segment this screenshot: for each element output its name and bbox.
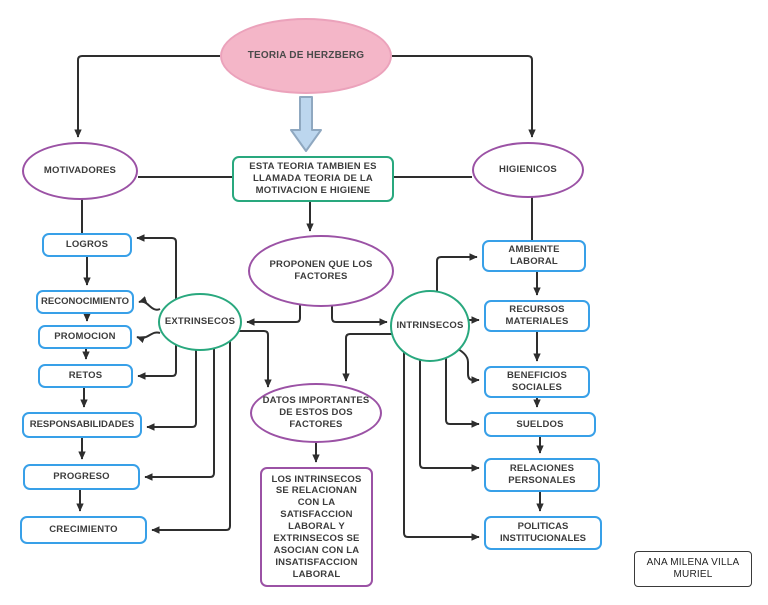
- node-crecimiento-label: CRECIMIENTO: [49, 524, 118, 536]
- author-name: ANA MILENA VILLA MURIEL: [646, 556, 740, 581]
- node-reconocimiento-label: RECONOCIMIENTO: [41, 296, 129, 308]
- connector-intrinsic-to-ambiente: [436, 253, 478, 305]
- node-promocion: PROMOCION: [38, 325, 132, 349]
- node-logros-label: LOGROS: [65, 239, 109, 251]
- node-reconocimiento: RECONOCIMIENTO: [36, 290, 134, 314]
- node-beneficios-sociales: BENEFICIOS SOCIALES: [484, 366, 590, 398]
- node-retos-label: RETOS: [68, 370, 103, 382]
- connector-propose-to-extrinsic: [246, 300, 301, 326]
- node-datos-importantes: DATOS IMPORTANTES DE ESTOS DOS FACTORES: [250, 383, 382, 443]
- node-motivadores-label: MOTIVADORES: [43, 165, 117, 177]
- connector-extrinsic-to-promocion: [136, 331, 161, 344]
- connector-extrinsic-to-retos: [137, 340, 177, 380]
- node-politicas-institucionales-label: POLITICAS INSTITUCIONALES: [499, 521, 587, 544]
- node-ambiente-laboral: AMBIENTE LABORAL: [482, 240, 586, 272]
- node-progreso-label: PROGRESO: [53, 471, 110, 483]
- connector-extrinsic-to-logros: [136, 234, 177, 310]
- author-box: ANA MILENA VILLA MURIEL: [634, 551, 752, 587]
- node-subtitle: ESTA TEORIA TAMBIEN ES LLAMADA TEORIA DE…: [232, 156, 394, 202]
- node-extrinsecos: EXTRINSECOS: [158, 293, 242, 351]
- node-relaciones-personales-label: RELACIONES PERSONALES: [508, 463, 576, 486]
- connector-intrinsic-to-facts: [342, 333, 400, 382]
- node-subtitle-label: ESTA TEORIA TAMBIEN ES LLAMADA TEORIA DE…: [249, 161, 377, 196]
- node-conclusion: LOS INTRINSECOS SE RELACIONAN CON LA SAT…: [260, 467, 373, 587]
- connector-title-to-motivators: [74, 55, 220, 138]
- connector-extrinsic-to-progreso: [144, 340, 215, 481]
- node-motivadores: MOTIVADORES: [22, 142, 138, 200]
- node-proponen: PROPONEN QUE LOS FACTORES: [248, 235, 394, 307]
- node-progreso: PROGRESO: [23, 464, 140, 490]
- node-higienicos-label: HIGIENICOS: [499, 164, 557, 176]
- node-sueldos-label: SUELDOS: [516, 418, 564, 430]
- node-proponen-label: PROPONEN QUE LOS FACTORES: [269, 259, 373, 282]
- connector-title-to-hygienics: [392, 55, 536, 138]
- node-crecimiento: CRECIMIENTO: [20, 516, 147, 544]
- connector-extrinsic-to-facts: [235, 330, 272, 388]
- connector-intrinsic-to-relaciones: [419, 352, 480, 472]
- connector-intrinsic-to-politicas: [403, 350, 480, 541]
- node-datos-importantes-label: DATOS IMPORTANTES DE ESTOS DOS FACTORES: [262, 395, 370, 430]
- node-ambiente-laboral-label: AMBIENTE LABORAL: [508, 244, 560, 267]
- node-recursos-materiales: RECURSOS MATERIALES: [484, 300, 590, 332]
- node-intrinsecos: INTRINSECOS: [390, 290, 470, 362]
- node-teoria-de-herzberg: TEORIA DE HERZBERG: [220, 18, 392, 94]
- node-responsabilidades-label: RESPONSABILIDADES: [29, 419, 135, 431]
- connector-extrinsic-to-responsabilidades: [146, 340, 197, 431]
- connector-extrinsic-to-reconocimiento: [138, 296, 161, 311]
- node-logros: LOGROS: [42, 233, 132, 257]
- node-teoria-de-herzberg-label: TEORIA DE HERZBERG: [247, 49, 365, 61]
- connector-extrinsic-to-crecimiento: [151, 338, 231, 534]
- node-extrinsecos-label: EXTRINSECOS: [164, 316, 236, 328]
- connector-intrinsic-to-beneficios: [451, 345, 480, 384]
- node-sueldos: SUELDOS: [484, 412, 596, 437]
- node-higienicos: HIGIENICOS: [472, 142, 584, 198]
- node-promocion-label: PROMOCION: [54, 331, 116, 343]
- node-beneficios-sociales-label: BENEFICIOS SOCIALES: [506, 370, 568, 393]
- node-responsabilidades: RESPONSABILIDADES: [22, 412, 142, 438]
- node-retos: RETOS: [38, 364, 133, 388]
- connector-intrinsic-to-sueldos: [445, 348, 480, 428]
- node-politicas-institucionales: POLITICAS INSTITUCIONALES: [484, 516, 602, 550]
- node-recursos-materiales-label: RECURSOS MATERIALES: [505, 304, 569, 327]
- node-intrinsecos-label: INTRINSECOS: [396, 320, 464, 332]
- node-relaciones-personales: RELACIONES PERSONALES: [484, 458, 600, 492]
- down-block-arrow: [290, 96, 322, 152]
- node-conclusion-label: LOS INTRINSECOS SE RELACIONAN CON LA SAT…: [271, 473, 362, 580]
- connector-propose-to-intrinsic: [331, 300, 388, 326]
